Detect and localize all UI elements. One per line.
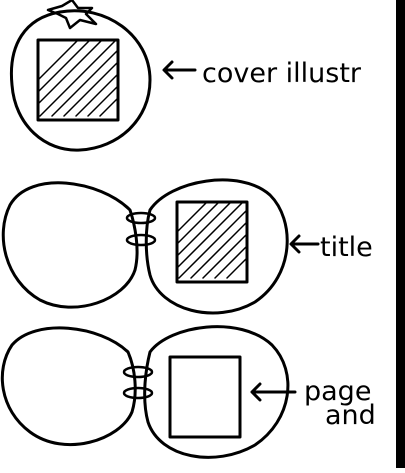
and-label: and bbox=[325, 400, 376, 431]
leaf-icon bbox=[48, 0, 96, 28]
cover-label: cover illustr bbox=[202, 58, 362, 89]
cover-stage: cover illustr bbox=[11, 0, 361, 150]
page-stage: page and bbox=[2, 327, 375, 458]
title-right-page-outline bbox=[146, 180, 287, 313]
page-left-page-outline bbox=[2, 328, 135, 445]
cover-hatching bbox=[38, 40, 118, 116]
title-left-page-outline bbox=[3, 183, 137, 307]
cover-arrow-icon bbox=[164, 62, 195, 78]
cover-page-outline bbox=[11, 11, 150, 150]
title-arrow-icon bbox=[291, 236, 318, 252]
title-label: title bbox=[320, 232, 373, 263]
title-hatching bbox=[177, 202, 247, 278]
title-stage: title bbox=[3, 180, 373, 313]
page-ring-top bbox=[124, 367, 152, 377]
page-ring-bottom bbox=[124, 388, 152, 398]
page-content-box bbox=[170, 357, 240, 437]
title-ring-bottom bbox=[127, 235, 155, 245]
right-edge-bar bbox=[396, 0, 405, 468]
